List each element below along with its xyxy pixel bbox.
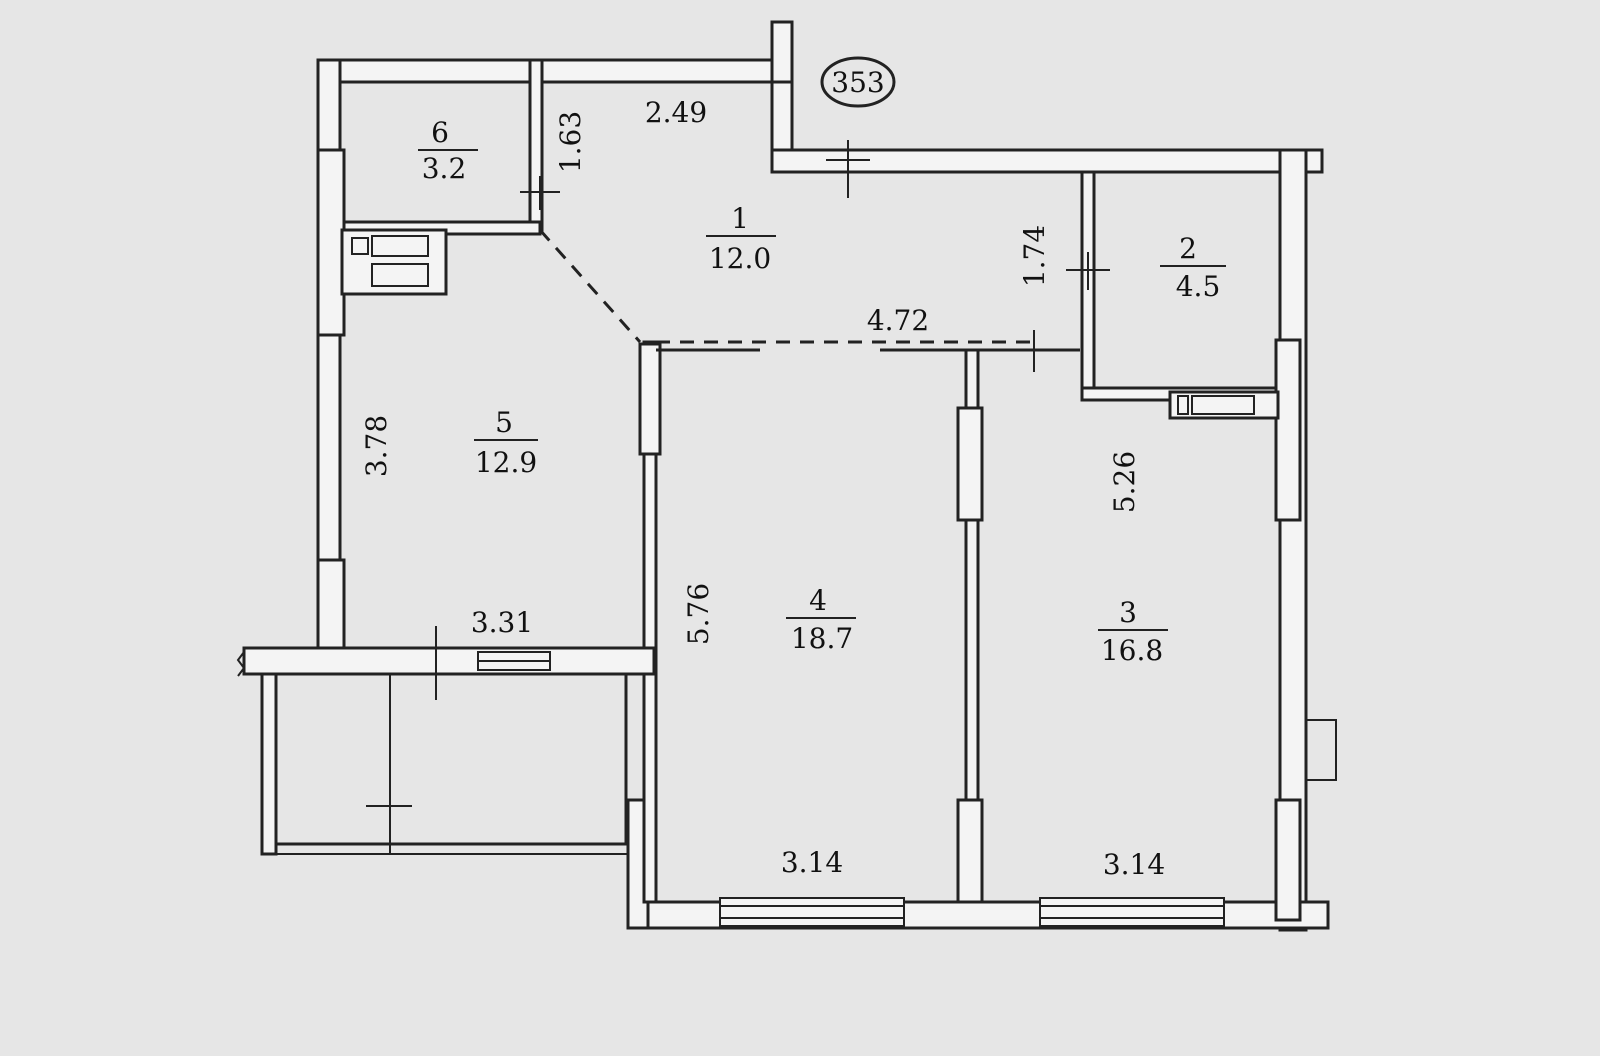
balcony <box>236 646 656 856</box>
room-1-label: 1 12.0 <box>706 202 776 275</box>
right-wall-notch <box>1306 719 1337 781</box>
dimension-label: 5.26 <box>1108 451 1141 513</box>
apartment-number: 353 <box>831 66 884 99</box>
room-3-label: 3 16.8 <box>1098 596 1168 667</box>
bottom-windows <box>719 897 1225 927</box>
room-2-label: 2 4.5 <box>1160 232 1226 303</box>
apartment-number-badge: 353 <box>820 56 896 108</box>
ventilation-shaft-left <box>340 228 448 296</box>
room-4-label: 4 18.7 <box>786 584 856 655</box>
room-number: 3 <box>1119 596 1137 629</box>
dimension-label: 3.14 <box>781 846 843 879</box>
dimension-label: 5.76 <box>682 583 715 645</box>
room-area: 18.7 <box>791 622 853 655</box>
kitchen-partition-dashed <box>538 229 642 343</box>
room-area: 12.0 <box>709 242 771 275</box>
room-area: 16.8 <box>1101 634 1163 667</box>
room-area: 12.9 <box>475 446 537 479</box>
outer-walls <box>316 20 1330 932</box>
room-number: 4 <box>809 584 827 617</box>
dimension-ticks <box>366 140 1110 830</box>
room-area: 4.5 <box>1176 270 1221 303</box>
room-area: 3.2 <box>422 152 467 185</box>
dimension-label: 1.63 <box>554 111 587 173</box>
ventilation-shaft-right <box>1168 390 1280 420</box>
dimension-label: 4.72 <box>867 304 929 337</box>
room-number: 1 <box>731 202 749 235</box>
room-number: 6 <box>431 116 449 149</box>
dimension-label: 2.49 <box>645 96 707 129</box>
dimension-label: 3.31 <box>471 606 533 639</box>
room-5-label: 5 12.9 <box>474 406 538 479</box>
room-number: 2 <box>1179 232 1197 265</box>
dimension-label: 3.78 <box>360 415 393 477</box>
interior-walls <box>316 58 1302 922</box>
room-number: 5 <box>495 406 513 439</box>
dimension-label: 3.14 <box>1103 848 1165 881</box>
room-6-label: 6 3.2 <box>418 116 478 185</box>
dimension-label: 1.74 <box>1018 225 1051 287</box>
